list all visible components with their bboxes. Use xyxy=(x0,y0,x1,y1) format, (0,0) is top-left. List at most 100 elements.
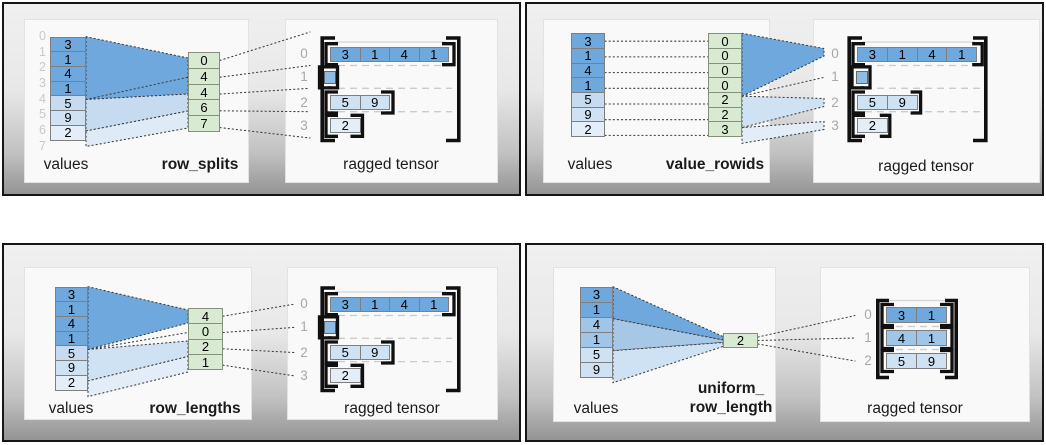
values-label: values xyxy=(567,156,613,173)
value-index: 6 xyxy=(39,123,46,138)
tensor-cell: 1 xyxy=(418,46,449,62)
tensor-cell: 9 xyxy=(359,95,390,110)
tensor-row: 4 1 xyxy=(886,330,947,346)
tensor-cell: 1 xyxy=(418,296,449,312)
value-cell: 9 xyxy=(580,361,613,378)
tensor-row-index: 3 xyxy=(300,367,308,383)
tensor-row-index: 0 xyxy=(300,46,308,62)
value-cell: 9 xyxy=(50,110,86,126)
tensor-row: 2 xyxy=(857,118,888,134)
tensor-row-index: 3 xyxy=(300,117,308,133)
tensor-cell: 1 xyxy=(916,307,947,323)
value-index: 7 xyxy=(39,138,46,153)
tensor-cell: 3 xyxy=(330,296,361,312)
tensor-row-index: 2 xyxy=(300,344,308,360)
tensor-row: 3 1 4 1 xyxy=(330,46,449,62)
tensor-cell: 2 xyxy=(330,118,361,134)
tensor-cell: 9 xyxy=(886,95,918,110)
empty-row-cell xyxy=(856,70,868,84)
values-column: 3 1 4 1 5 9 2 xyxy=(571,33,605,138)
tensor-row-index: 0 xyxy=(864,307,872,322)
param-cell: 0 xyxy=(188,52,220,69)
value-cell: 1 xyxy=(50,80,86,97)
value-cell: 9 xyxy=(571,106,605,123)
uniform-row-length-cell: 2 xyxy=(723,333,758,348)
param-cell: 0 xyxy=(708,33,742,49)
param-cell: 0 xyxy=(708,47,742,64)
param-cell: 2 xyxy=(723,333,758,348)
tensor-row: 5 9 xyxy=(857,95,918,110)
tensor-row-index: 0 xyxy=(831,46,839,62)
tensor-row: 3 1 xyxy=(886,307,947,323)
value-cell: 2 xyxy=(55,374,88,391)
values-column: 3 1 4 1 5 9 2 xyxy=(55,286,88,391)
value-index-column: 0 1 2 3 4 5 6 7 xyxy=(24,29,50,155)
tensor-row: 3 1 4 1 xyxy=(330,296,449,312)
value-index: 2 xyxy=(39,60,46,75)
param-cell: 2 xyxy=(188,338,223,355)
value-cell: 4 xyxy=(50,66,86,82)
value-cell: 9 xyxy=(55,360,88,376)
tensor-cell: 3 xyxy=(886,307,917,323)
value-cell: 4 xyxy=(55,316,88,332)
values-column: 3 1 4 1 5 9 xyxy=(580,286,613,378)
ragged-tensor-label: ragged tensor xyxy=(343,156,439,173)
empty-row-cell xyxy=(323,320,336,334)
value-cell: 1 xyxy=(55,330,88,347)
tensor-cell: 1 xyxy=(946,46,978,62)
value-cell: 1 xyxy=(571,47,605,64)
param-label-line1: uniform_ xyxy=(697,380,765,397)
values-label: values xyxy=(43,156,89,173)
value-cell: 1 xyxy=(55,301,88,318)
tensor-cell: 1 xyxy=(916,330,947,346)
tensor-row-index: 1 xyxy=(864,330,872,345)
tensor-cell: 4 xyxy=(916,46,948,62)
param-label: value_rowids xyxy=(665,156,765,173)
tensor-cell: 5 xyxy=(330,345,361,360)
tensor-row: 2 xyxy=(330,118,361,134)
tensor-cell: 2 xyxy=(330,368,361,384)
tensor-row: 3 1 4 1 xyxy=(857,46,978,62)
tensor-cell: 4 xyxy=(886,330,917,346)
value-index: 0 xyxy=(39,28,46,43)
row-splits-column: 0 4 4 6 7 xyxy=(188,52,220,132)
tensor-row-index: 1 xyxy=(300,69,308,85)
tensor-cell: 5 xyxy=(330,95,361,110)
ragged-tensor-label: ragged tensor xyxy=(878,158,974,175)
param-cell: 2 xyxy=(708,106,742,123)
value-cell: 3 xyxy=(55,286,88,303)
value-index: 3 xyxy=(39,75,46,90)
value-index: 4 xyxy=(39,91,46,106)
tensor-cell: 1 xyxy=(886,46,918,62)
param-cell: 0 xyxy=(188,323,223,340)
value-cell: 5 xyxy=(50,95,86,112)
empty-row-cell xyxy=(323,70,336,84)
values-column: 3 1 4 1 5 9 2 xyxy=(50,36,86,141)
values-label: values xyxy=(48,400,94,417)
param-label: row_lengths xyxy=(149,400,241,417)
value-cell: 4 xyxy=(571,62,605,79)
value-cell: 5 xyxy=(55,345,88,362)
tensor-row: 2 xyxy=(330,368,361,384)
tensor-row: 5 9 xyxy=(330,95,390,110)
tensor-cell: 4 xyxy=(389,296,420,312)
param-cell: 4 xyxy=(188,67,220,85)
tensor-row: 5 9 xyxy=(330,345,390,360)
ragged-tensor-label: ragged tensor xyxy=(867,400,963,417)
param-cell: 7 xyxy=(188,115,220,132)
tensor-cell: 3 xyxy=(857,46,888,62)
value-cell: 5 xyxy=(571,92,605,108)
param-cell: 4 xyxy=(188,308,223,325)
value-cell: 3 xyxy=(580,286,613,303)
param-cell: 4 xyxy=(188,83,220,101)
tensor-cell: 3 xyxy=(330,46,361,62)
tensor-row-index: 0 xyxy=(300,296,308,312)
tensor-cell: 2 xyxy=(857,118,888,134)
value-cell: 2 xyxy=(50,124,86,141)
tensor-cell: 5 xyxy=(857,95,888,110)
tensor-box xyxy=(287,267,498,420)
value-cell: 1 xyxy=(580,331,613,348)
value-cell: 3 xyxy=(571,33,605,49)
tensor-row: 5 9 xyxy=(886,353,947,369)
param-cell: 3 xyxy=(708,121,742,138)
